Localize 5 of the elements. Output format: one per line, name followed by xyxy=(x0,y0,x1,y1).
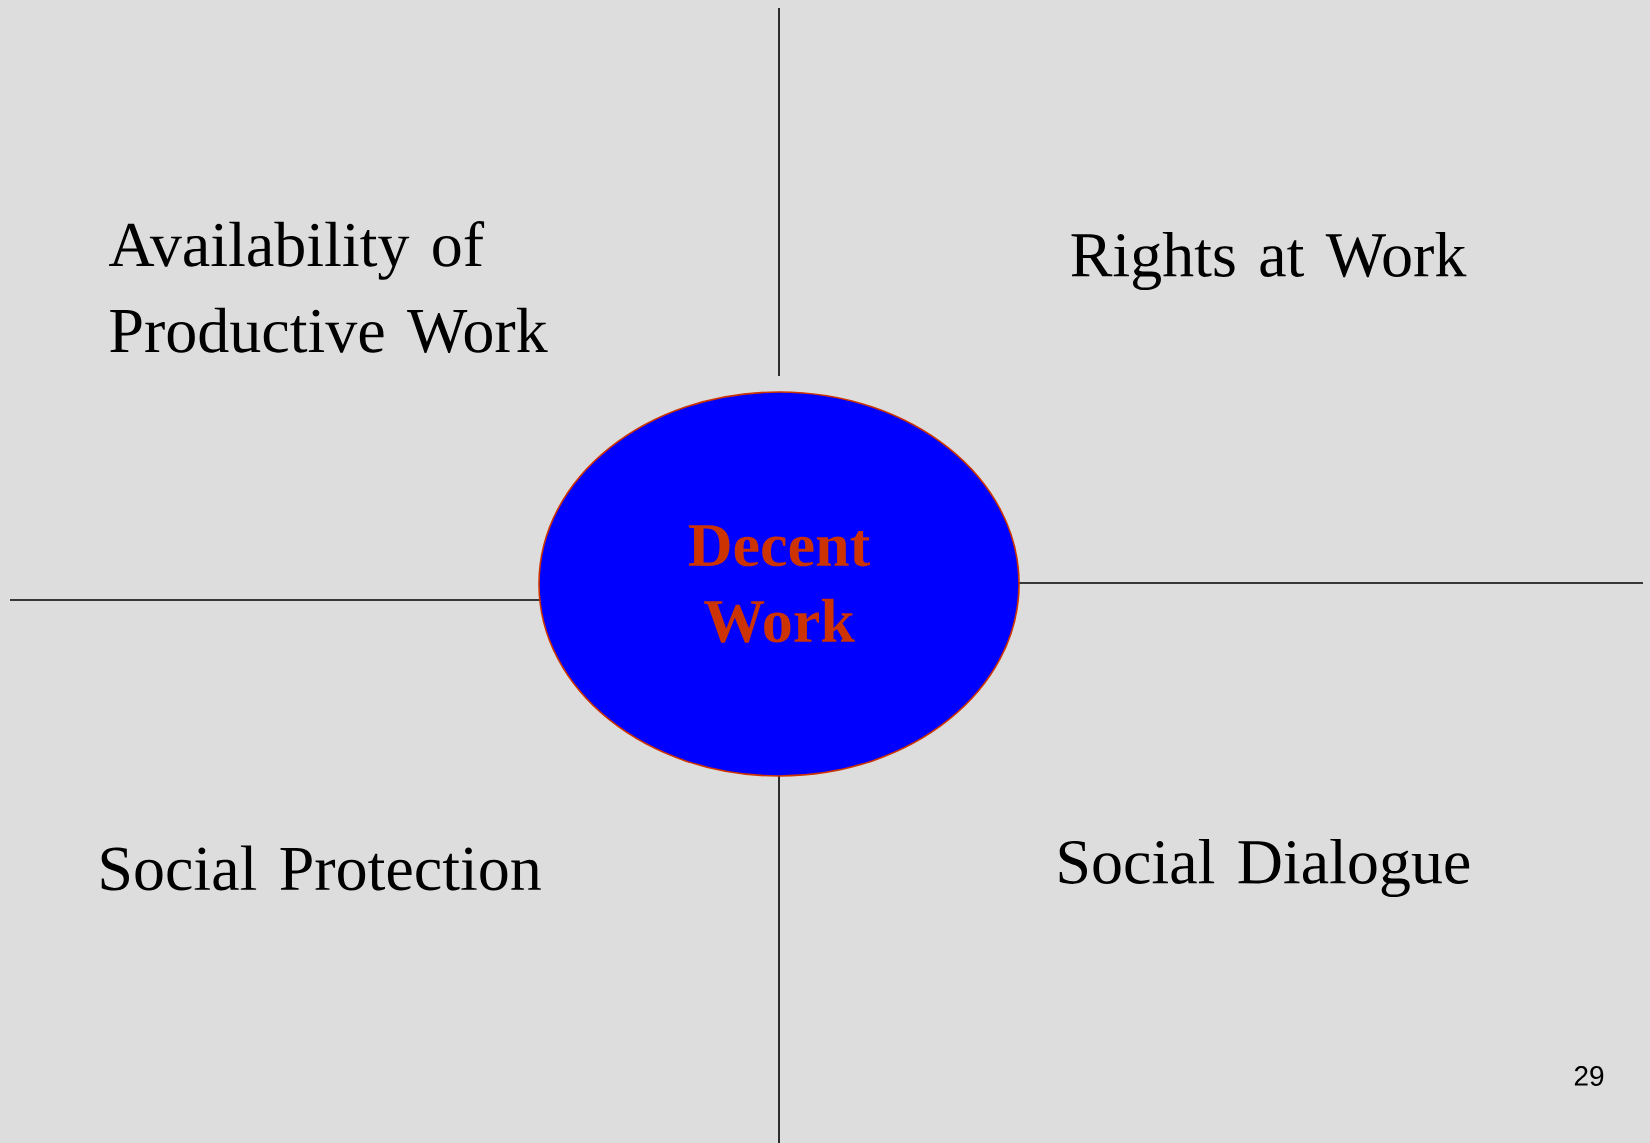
quadrant-label: Rights at Work xyxy=(1071,231,1467,291)
quadrant-label: Availability of Productive Work xyxy=(109,221,548,353)
quadrant-label: Social Protection xyxy=(101,845,541,891)
page-number: 29 xyxy=(1574,1066,1604,1086)
quadrant-label: Social Dialogue xyxy=(1059,838,1470,898)
